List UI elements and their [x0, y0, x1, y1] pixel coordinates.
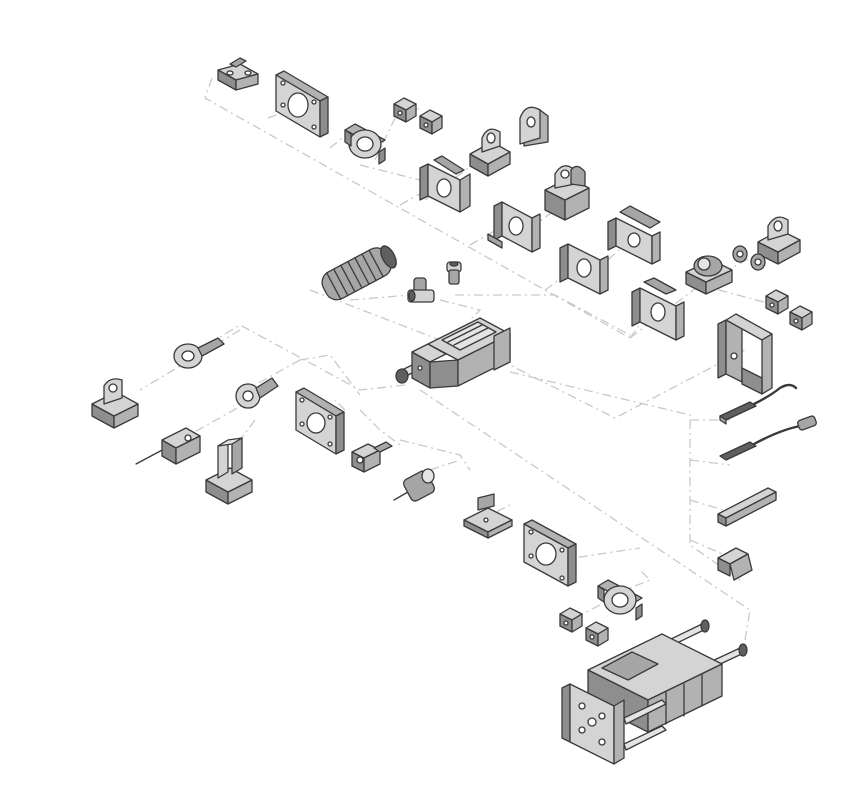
sensor-1	[719, 383, 798, 425]
nut-block-lower-2	[585, 621, 609, 647]
foot-bracket-small	[217, 57, 259, 91]
rod-clevis-threaded	[135, 427, 201, 465]
cylinder-frame	[717, 313, 773, 395]
rod-eye	[173, 337, 225, 369]
foot-mount-2	[559, 243, 609, 295]
protective-bellows	[321, 245, 397, 301]
sensor-2	[719, 415, 817, 461]
nut-washers	[732, 245, 766, 271]
flange-plate-top	[275, 70, 329, 138]
push-in-fitting-angled	[407, 277, 435, 303]
foot-angle	[463, 493, 513, 539]
clevis-bracket-right	[757, 216, 801, 265]
rod-clevis-small	[235, 377, 279, 409]
clevis-eye-1	[469, 128, 511, 177]
coupling-piece	[393, 468, 435, 502]
rod-clevis-fork	[351, 441, 393, 473]
clevis-foot-1	[544, 165, 590, 221]
nut-block-right-1	[765, 289, 789, 315]
sensor-rail	[717, 487, 777, 527]
nut-block-lower-1	[559, 607, 583, 633]
clevis-foot-left	[91, 378, 139, 429]
flange-plate-lower	[523, 519, 577, 587]
swivel-flange-1	[419, 155, 471, 213]
foot-mount-1	[487, 201, 541, 253]
flange-plate-left	[295, 387, 345, 455]
guide-unit	[561, 619, 748, 765]
nut-block-top-2	[419, 109, 443, 135]
clevis-eye-2	[519, 106, 549, 147]
nut-block-top-1	[393, 97, 417, 123]
sensor-bracket	[717, 547, 753, 581]
trunnion-ring-lower	[597, 579, 643, 621]
trunnion-support	[685, 255, 733, 295]
nut-block-right-2	[789, 305, 813, 331]
clevis-foot-2	[631, 277, 685, 341]
swivel-flange-2	[607, 205, 661, 265]
pneumatic-cylinder	[395, 317, 511, 389]
push-in-fitting-straight	[446, 261, 462, 285]
trunnion-ring-top	[344, 123, 386, 165]
pivot-bracket	[205, 437, 253, 505]
